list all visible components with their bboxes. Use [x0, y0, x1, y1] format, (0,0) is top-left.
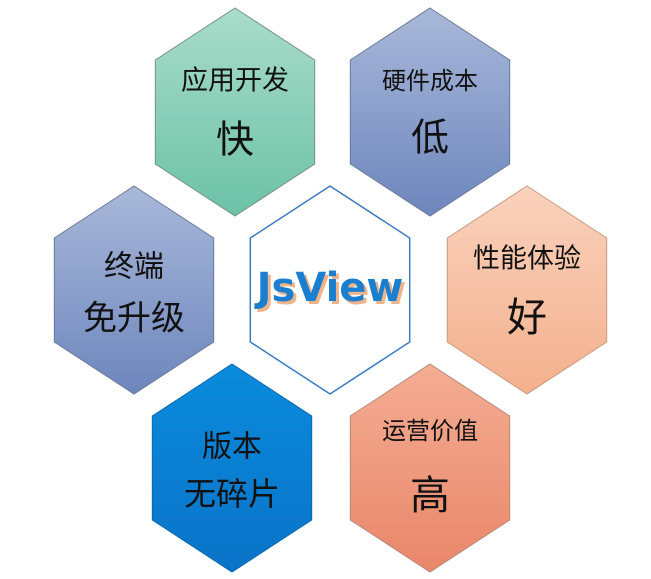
hexagon-shape — [154, 7, 316, 217]
hexagon-label-line: 好 — [507, 295, 547, 341]
hexagon-label-line: 免升级 — [83, 299, 185, 339]
hexagon-label-line: 快 — [216, 118, 254, 162]
hexagon-shape — [53, 185, 215, 395]
hexagon-shape — [446, 185, 608, 395]
hexagon-label-line: 终端 — [104, 250, 164, 285]
center-label: JsView — [254, 265, 404, 311]
hexagon-shape — [349, 363, 511, 573]
hexagon-label-line: 高 — [410, 473, 450, 519]
hexagon-label-line: 低 — [411, 116, 449, 160]
center-label-shadow: JsView — [257, 268, 407, 314]
hexagon-label-line: 应用开发 — [181, 66, 289, 97]
hexagon-label-line: 运营价值 — [382, 417, 478, 445]
hexagon-label-line: 硬件成本 — [382, 67, 478, 95]
hexagon-shape — [151, 363, 313, 573]
hexagon-label-line: 无碎片 — [184, 475, 280, 513]
hexagon-label-line: 版本 — [202, 430, 262, 465]
center-hexagon — [249, 185, 411, 395]
hexagon-label-line: 性能体验 — [473, 244, 581, 275]
hexagon-shape — [349, 7, 511, 217]
